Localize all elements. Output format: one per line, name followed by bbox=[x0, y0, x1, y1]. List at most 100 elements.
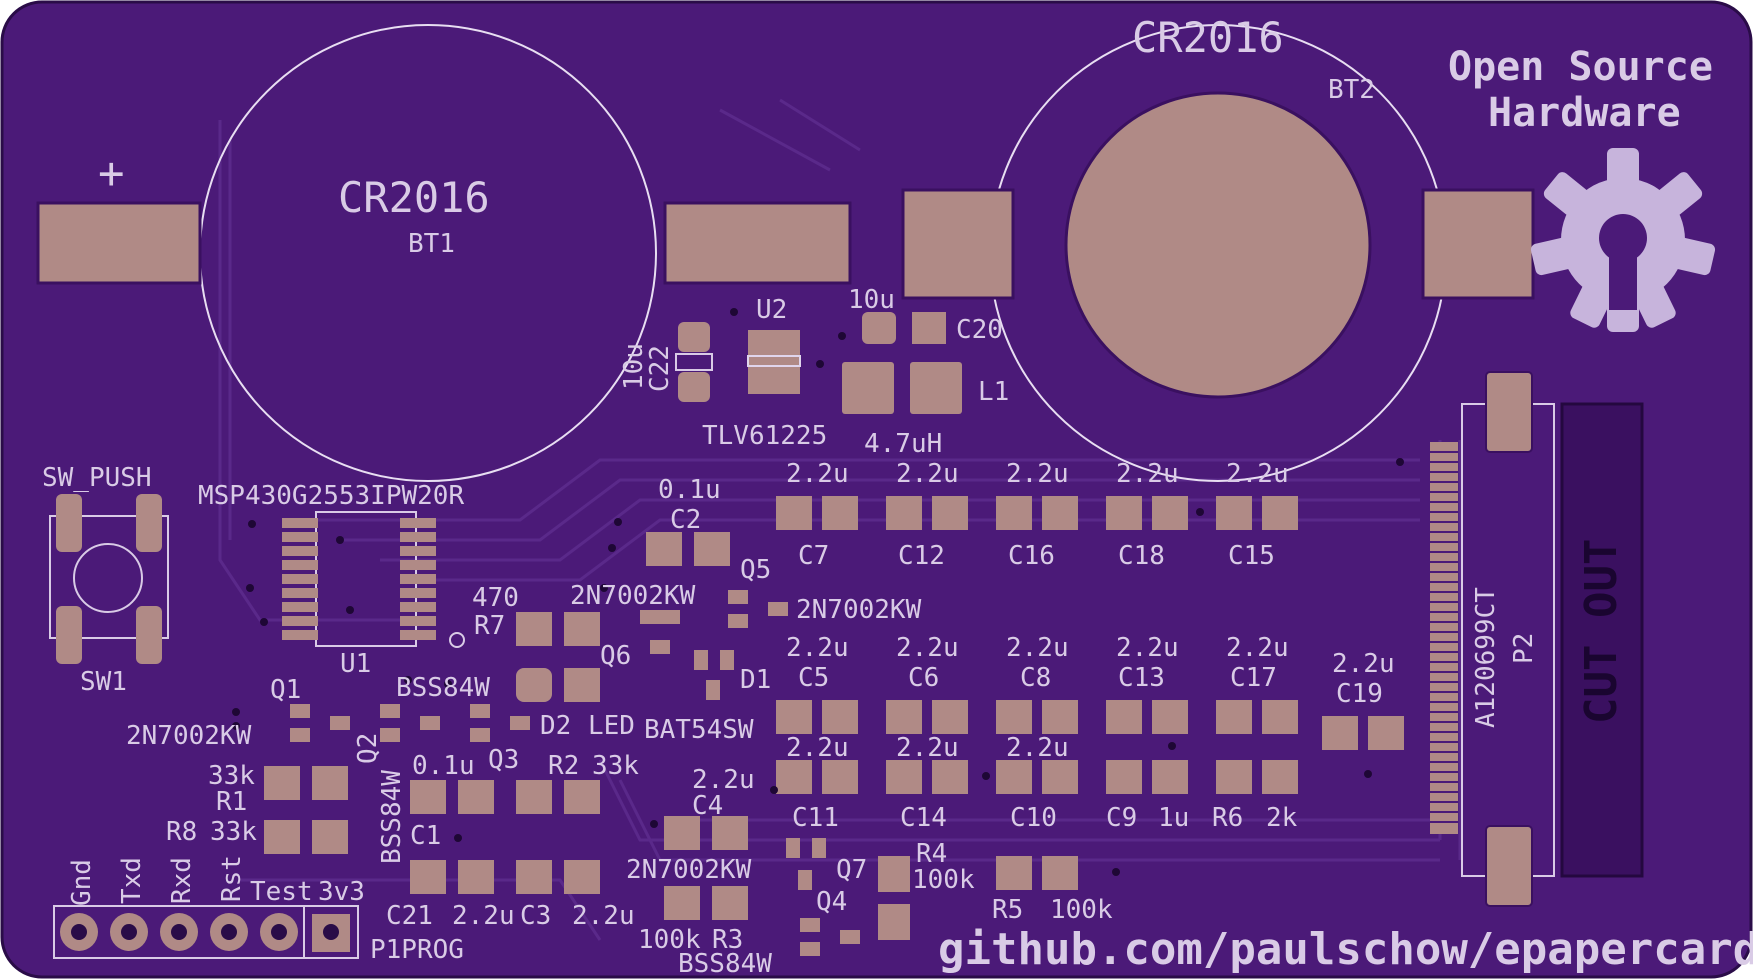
label-c9-value: 1u bbox=[1158, 803, 1189, 833]
label-r4: R4 bbox=[916, 839, 947, 869]
oshw-line1: Open Source bbox=[1448, 44, 1713, 90]
label-c3-value: 2.2u bbox=[572, 901, 635, 931]
label-bat54sw: BAT54SW bbox=[644, 715, 754, 745]
label-c8: C8 bbox=[1020, 663, 1051, 693]
oshw-line2: Hardware bbox=[1488, 90, 1681, 136]
label-r6-value: 2k bbox=[1266, 803, 1298, 833]
label-r3-value: 100k bbox=[638, 925, 701, 955]
battery-plus-mark: + bbox=[98, 148, 125, 199]
label-q2: Q2 bbox=[353, 733, 383, 764]
label-p1prog: P1PROG bbox=[370, 935, 464, 965]
label-c18: C18 bbox=[1118, 541, 1165, 571]
label-c11: C11 bbox=[792, 803, 839, 833]
bt1-pad-minus bbox=[663, 201, 852, 285]
label-q5-value: 2N7002KW bbox=[570, 581, 696, 611]
label-c5-value: 2.2u bbox=[786, 633, 849, 663]
label-r8-value: 33k bbox=[210, 817, 257, 847]
label-c3: C3 bbox=[520, 901, 551, 931]
label-l1: L1 bbox=[978, 377, 1009, 407]
label-c5: C5 bbox=[798, 663, 829, 693]
label-r7: R7 bbox=[474, 611, 505, 641]
ffc-connector-p2 bbox=[1430, 371, 1555, 907]
label-u2-value: TLV61225 bbox=[702, 421, 827, 451]
bt2-ref: BT2 bbox=[1328, 75, 1375, 105]
label-c22-value: 10u bbox=[619, 343, 649, 390]
label-c12-value: 2.2u bbox=[896, 459, 959, 489]
label-c20-value: 10u bbox=[848, 285, 895, 315]
pin-label-test: Test bbox=[250, 877, 313, 907]
label-sw1: SW1 bbox=[80, 667, 127, 697]
label-r5: R5 bbox=[992, 895, 1023, 925]
bt2-pad-left bbox=[901, 188, 1015, 300]
label-d1: D1 bbox=[740, 665, 771, 695]
label-c10: C10 bbox=[1010, 803, 1057, 833]
bt1-ref: BT1 bbox=[408, 229, 455, 259]
label-r3: R3 bbox=[712, 925, 743, 955]
label-q1: Q1 bbox=[270, 675, 301, 705]
label-l1-value: 4.7uH bbox=[864, 429, 942, 459]
label-c14: C14 bbox=[900, 803, 947, 833]
label-r2-value: 33k bbox=[592, 751, 639, 781]
pin-label-rst: Rst bbox=[217, 855, 247, 902]
bt2-value: CR2016 bbox=[1132, 13, 1284, 62]
label-c6: C6 bbox=[908, 663, 939, 693]
battery-bt1 bbox=[36, 24, 852, 482]
label-u1: U1 bbox=[340, 649, 371, 679]
label-r2: R2 bbox=[548, 751, 579, 781]
label-c12: C12 bbox=[898, 541, 945, 571]
label-d2: D2 bbox=[540, 711, 571, 741]
label-q2-value: BSS84W bbox=[377, 770, 407, 864]
label-c19-value: 2.2u bbox=[1332, 649, 1395, 679]
bt1-value: CR2016 bbox=[338, 173, 490, 222]
label-q4-value: BSS84W bbox=[678, 949, 772, 979]
label-c7-value: 2.2u bbox=[786, 459, 849, 489]
header-p1 bbox=[53, 905, 359, 959]
bt2-center-pad bbox=[1064, 91, 1372, 399]
label-r1: R1 bbox=[216, 787, 247, 817]
label-q6: Q6 bbox=[600, 641, 631, 671]
label-c8-value: 2.2u bbox=[1006, 633, 1069, 663]
label-u2: U2 bbox=[756, 295, 787, 325]
label-c13-value: 2.2u bbox=[1116, 633, 1179, 663]
label-c6-value: 2.2u bbox=[896, 633, 959, 663]
pin-label-3v3: 3v3 bbox=[318, 877, 365, 907]
label-q1-value: 2N7002KW bbox=[126, 721, 252, 751]
label-c2-value: 0.1u bbox=[658, 475, 721, 505]
label-p2: P2 bbox=[1509, 633, 1539, 664]
bt1-pad-plus bbox=[36, 201, 202, 285]
label-c1-value: 0.1u bbox=[412, 751, 475, 781]
label-c4: C4 bbox=[692, 791, 723, 821]
label-c1: C1 bbox=[410, 821, 441, 851]
label-r8: R8 bbox=[166, 817, 197, 847]
label-r1-value: 33k bbox=[208, 761, 255, 791]
pin-label-gnd: Gnd bbox=[67, 859, 97, 906]
battery-bt2 bbox=[901, 24, 1535, 482]
label-c17: C17 bbox=[1230, 663, 1277, 693]
vias bbox=[232, 308, 1404, 876]
label-c19: C19 bbox=[1336, 679, 1383, 709]
label-c18-value: 2.2u bbox=[1116, 459, 1179, 489]
label-c21: C21 bbox=[386, 901, 433, 931]
label-c16-value: 2.2u bbox=[1006, 459, 1069, 489]
label-q3: Q3 bbox=[488, 745, 519, 775]
label-c15-value: 2.2u bbox=[1226, 459, 1289, 489]
bt2-pad-right bbox=[1421, 188, 1535, 300]
repo-url: github.com/paulschow/epapercard bbox=[938, 924, 1753, 975]
pin-label-txd: Txd bbox=[117, 857, 147, 904]
label-r7-value: 470 bbox=[472, 583, 519, 613]
label-c21-value: 2.2u bbox=[452, 901, 515, 931]
label-c4-value: 2.2u bbox=[692, 765, 755, 795]
label-c10-value: 2.2u bbox=[1006, 733, 1069, 763]
label-d2-value: LED bbox=[588, 711, 635, 741]
label-c7: C7 bbox=[798, 541, 829, 571]
push-button-sw1 bbox=[49, 494, 169, 664]
label-c11-value: 2.2u bbox=[786, 733, 849, 763]
label-mcu-value: MSP430G2553IPW20R bbox=[198, 481, 464, 511]
label-c17-value: 2.2u bbox=[1226, 633, 1289, 663]
label-q5b-value: 2N7002KW bbox=[796, 595, 922, 625]
oshw-gear-icon bbox=[1530, 148, 1716, 332]
label-c22: C22 bbox=[645, 345, 675, 392]
label-c13: C13 bbox=[1118, 663, 1165, 693]
label-c2: C2 bbox=[670, 505, 701, 535]
label-c20: C20 bbox=[956, 315, 1003, 345]
